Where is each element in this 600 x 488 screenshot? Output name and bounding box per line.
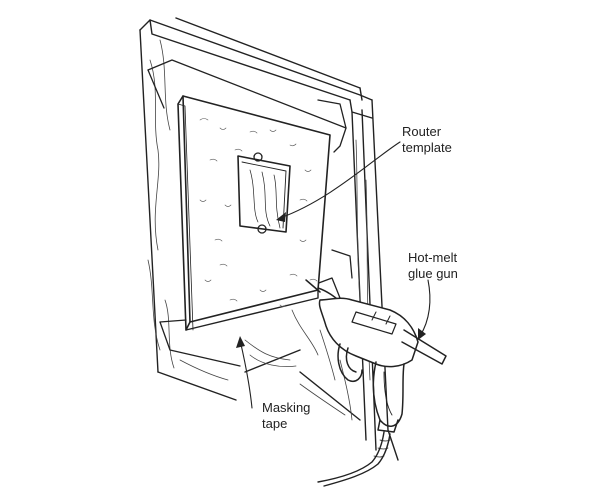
router-template-label: Router template: [402, 124, 452, 156]
wall-wood-grain: [147, 39, 371, 421]
hot-melt-glue-gun: [305, 279, 447, 433]
router-template-label-line-1: Router: [402, 124, 442, 139]
glue-gun-label-line-2: glue gun: [408, 266, 458, 281]
router-template-board: [177, 95, 331, 331]
router-template-leader: [279, 141, 401, 219]
masking-tape-label: Masking tape: [262, 400, 310, 432]
router-template-label-line-2: template: [402, 140, 452, 155]
masking-tape-label-line-1: Masking: [262, 400, 311, 415]
masking-tape-leader: [239, 339, 253, 409]
glue-gun-label-line-1: Hot-melt: [408, 250, 458, 265]
glue-gun-leader: [419, 279, 431, 337]
leader-arrowheads: [236, 212, 426, 348]
glue-gun-cord: [317, 431, 391, 487]
glue-gun-label: Hot-melt glue gun: [408, 250, 458, 282]
template-cutout: [237, 152, 291, 234]
template-texture: [199, 118, 318, 307]
masking-tape-label-line-2: tape: [262, 416, 288, 431]
